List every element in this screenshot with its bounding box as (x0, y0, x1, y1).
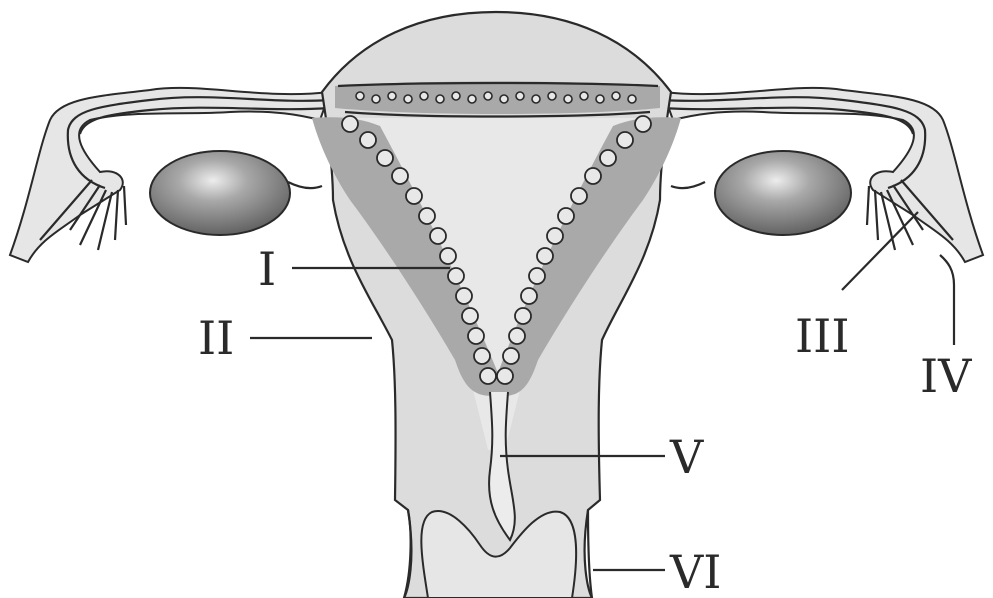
label-VI: VI (669, 545, 721, 598)
right-ovarian-ligament (671, 182, 705, 188)
label-IV: IV (920, 349, 972, 403)
label-II: II (198, 311, 234, 365)
label-V: V (669, 430, 704, 484)
endometrium-top (335, 82, 660, 115)
right-ovary (715, 151, 851, 235)
label-III: III (795, 309, 850, 363)
left-ovarian-ligament (288, 182, 322, 188)
label-I: I (258, 242, 276, 296)
leader-line-IV (940, 255, 954, 345)
left-ovary (150, 151, 290, 235)
leader-line-III (842, 212, 918, 290)
